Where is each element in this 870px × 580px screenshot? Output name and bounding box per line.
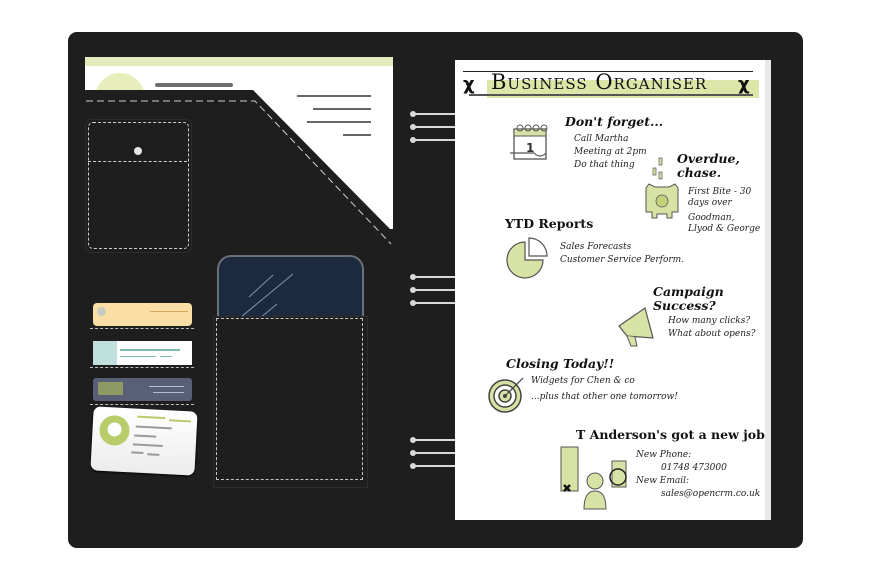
phone-value: 01748 473000 bbox=[661, 463, 727, 473]
document-header-band bbox=[85, 57, 393, 66]
phone-pocket-stitch bbox=[216, 318, 363, 480]
card-line bbox=[153, 392, 184, 393]
target-icon bbox=[488, 377, 524, 413]
page-title: Business Organiser bbox=[491, 70, 708, 94]
card-line bbox=[131, 451, 144, 454]
campaign-heading-line1: Campaign bbox=[653, 284, 724, 299]
card-line bbox=[147, 453, 160, 456]
document-title-line bbox=[155, 83, 233, 87]
card-teal bbox=[93, 341, 192, 365]
card-line bbox=[150, 311, 188, 312]
dont-forget-item: Call Martha bbox=[574, 134, 629, 144]
card-chip bbox=[98, 382, 123, 395]
document-text-line bbox=[307, 121, 371, 123]
overdue-heading-line2: chase. bbox=[677, 165, 722, 180]
card-line bbox=[137, 415, 166, 420]
ytd-item: Sales Forecasts bbox=[560, 242, 632, 252]
document-text-line bbox=[297, 95, 371, 97]
pocket-stitch-outline bbox=[88, 122, 189, 249]
card-slot-stitch bbox=[90, 367, 194, 368]
closing-item: ...plus that other one tomorrow! bbox=[531, 392, 678, 402]
pie-chart-icon bbox=[506, 237, 548, 279]
overdue-item: First Bite - 30 bbox=[688, 187, 752, 197]
card-line bbox=[134, 434, 157, 438]
dont-forget-item: Do that thing bbox=[574, 160, 635, 170]
diagonal-pocket bbox=[68, 90, 393, 262]
overdue-item: Goodman, bbox=[688, 213, 735, 223]
campaign-heading-line2: Success? bbox=[653, 298, 716, 313]
business-card bbox=[90, 406, 198, 476]
card-slot-stitch bbox=[90, 404, 194, 405]
phone-pocket bbox=[213, 316, 368, 488]
card-line bbox=[135, 425, 172, 430]
campaign-item: How many clicks? bbox=[668, 316, 751, 326]
card-line bbox=[160, 356, 172, 357]
logo-icon-right: χ bbox=[738, 74, 750, 95]
email-value[interactable]: sales@opencrm.co.uk bbox=[661, 489, 761, 499]
logo-icon-left: χ bbox=[463, 74, 475, 95]
pocket-button[interactable] bbox=[134, 147, 142, 155]
document-text-line bbox=[313, 108, 371, 110]
small-pocket bbox=[85, 119, 192, 253]
card-slot-stitch bbox=[90, 328, 194, 329]
pocket-flap-stitch bbox=[88, 161, 187, 162]
overdue-item: Llyod & George bbox=[688, 224, 761, 234]
card-line bbox=[169, 419, 192, 423]
new-job-heading: T Anderson's got a new job bbox=[576, 427, 765, 442]
piggy-bank-icon bbox=[645, 157, 679, 219]
overdue-item: days over bbox=[688, 198, 732, 208]
closing-item: Widgets for Chen & co bbox=[531, 376, 635, 386]
card-line bbox=[149, 386, 184, 387]
dont-forget-item: Meeting at 2pm bbox=[574, 147, 647, 157]
card-orange bbox=[93, 303, 192, 326]
calendar-icon: 1 bbox=[510, 124, 548, 160]
svg-text:1: 1 bbox=[526, 141, 534, 155]
title-underline bbox=[469, 94, 753, 96]
title-rule bbox=[463, 71, 753, 72]
email-label: New Email: bbox=[636, 476, 690, 486]
document-text-line bbox=[343, 134, 371, 136]
ytd-reports-heading: YTD Reports bbox=[505, 216, 594, 231]
card-logo-icon bbox=[97, 307, 106, 316]
organiser-page: χ χ Business Organiser 1 Don't forget...… bbox=[455, 60, 771, 520]
phone-label: New Phone: bbox=[636, 450, 692, 460]
title-highlight bbox=[487, 80, 759, 98]
closing-heading: Closing Today!! bbox=[506, 356, 615, 371]
office-buildings-person-icon bbox=[560, 446, 627, 510]
card-teal-block bbox=[93, 341, 117, 365]
card-line bbox=[120, 356, 156, 357]
card-line bbox=[120, 349, 180, 351]
megaphone-icon bbox=[618, 307, 654, 347]
dont-forget-heading: Don't forget... bbox=[565, 114, 664, 129]
card-slate bbox=[93, 378, 192, 401]
card-line bbox=[132, 443, 163, 447]
ytd-item: Customer Service Perform. bbox=[560, 255, 685, 265]
overdue-heading-line1: Overdue, bbox=[677, 151, 740, 166]
contact-avatar-icon bbox=[98, 414, 131, 447]
campaign-item: What about opens? bbox=[668, 329, 756, 339]
